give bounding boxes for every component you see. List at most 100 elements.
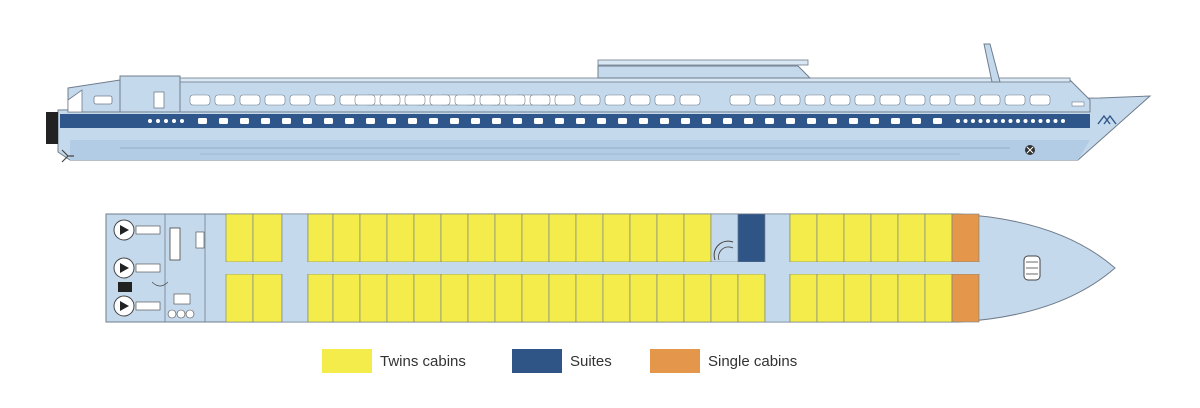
twin-cabin xyxy=(225,273,254,323)
window xyxy=(779,94,801,106)
engine-arrow xyxy=(120,225,129,235)
twin-cabin xyxy=(252,273,283,323)
twin-cabin xyxy=(413,273,442,323)
cabin-window xyxy=(870,118,879,124)
twin-cabin xyxy=(413,213,442,263)
twin-cabin xyxy=(816,213,845,263)
twin-cabin xyxy=(252,213,283,263)
bow-logo xyxy=(1097,114,1117,125)
window xyxy=(854,94,876,106)
twin-cabin xyxy=(629,273,658,323)
twin-cabin xyxy=(440,213,469,263)
engine-arrow xyxy=(120,263,129,273)
twin-cabin xyxy=(467,273,496,323)
twin-cabin xyxy=(602,273,631,323)
cabin-window xyxy=(912,118,921,124)
window xyxy=(1004,94,1026,106)
cabin-window xyxy=(324,118,333,124)
porthole xyxy=(1038,119,1043,123)
window xyxy=(979,94,1001,106)
twin-cabin xyxy=(816,273,845,323)
porthole xyxy=(1061,119,1065,123)
window xyxy=(654,94,676,106)
cabin-window xyxy=(366,118,375,124)
deck-plan xyxy=(105,213,1116,323)
window xyxy=(529,94,551,106)
cabin-window xyxy=(576,118,585,124)
porthole xyxy=(1053,119,1058,123)
mast xyxy=(983,43,1001,83)
window xyxy=(289,94,311,106)
cabin-window xyxy=(828,118,837,124)
window xyxy=(804,94,826,106)
porthole xyxy=(1023,119,1028,123)
lobby xyxy=(710,213,739,263)
cabin-window xyxy=(786,118,795,124)
twin-cabin xyxy=(897,273,926,323)
suites-label: Suites xyxy=(570,352,612,370)
engine-arrow xyxy=(120,301,129,311)
twin-cabin xyxy=(494,213,523,263)
main-corridor xyxy=(226,262,979,274)
cabin-window xyxy=(282,118,291,124)
engine-icon xyxy=(113,257,161,279)
cabin-window xyxy=(681,118,690,124)
twin-cabin xyxy=(870,213,899,263)
engine-shaft xyxy=(135,301,161,311)
window xyxy=(954,94,976,106)
single-cabin xyxy=(951,213,980,263)
twin-cabin xyxy=(467,213,496,263)
cabin-window xyxy=(198,118,207,124)
engine-icon xyxy=(113,295,161,317)
twin-cabin xyxy=(602,213,631,263)
twin-cabin xyxy=(789,213,818,263)
window xyxy=(404,94,426,106)
hull-shading xyxy=(70,140,1090,160)
cabin-window xyxy=(807,118,816,124)
porthole xyxy=(1008,119,1013,123)
window xyxy=(554,94,576,106)
window xyxy=(264,94,286,106)
twin-cabin xyxy=(440,273,469,323)
twin-cabin xyxy=(789,273,818,323)
cabin-window xyxy=(618,118,627,124)
twin-cabin xyxy=(332,213,361,263)
twin-cabin xyxy=(843,273,872,323)
stern-area xyxy=(113,214,206,322)
single-cabin xyxy=(951,273,980,323)
twin-cabin xyxy=(521,273,550,323)
cabin-window xyxy=(219,118,228,124)
single-label: Single cabins xyxy=(708,352,798,370)
twin-cabin xyxy=(386,213,415,263)
twin-cabin xyxy=(683,213,712,263)
window xyxy=(679,94,701,106)
engine-shaft xyxy=(135,225,161,235)
twin-cabin xyxy=(548,213,577,263)
porthole xyxy=(1031,119,1035,123)
staircase-icon xyxy=(713,240,734,261)
window xyxy=(754,94,776,106)
twin-cabin xyxy=(629,213,658,263)
porthole xyxy=(180,119,184,123)
sun-deck-structure xyxy=(597,65,812,79)
window xyxy=(904,94,926,106)
cabin-window xyxy=(387,118,396,124)
cabin-window xyxy=(450,118,459,124)
cabin-window xyxy=(765,118,774,124)
window xyxy=(429,94,451,106)
ship-side-profile xyxy=(46,43,1152,163)
cabin-window xyxy=(492,118,501,124)
cabin-window xyxy=(660,118,669,124)
cabin-window xyxy=(723,118,732,124)
twins-swatch xyxy=(322,349,372,373)
porthole xyxy=(172,119,176,123)
cabin-window xyxy=(597,118,606,124)
twin-cabin xyxy=(359,273,388,323)
cabin-window xyxy=(408,118,417,124)
porthole xyxy=(1016,119,1020,123)
window xyxy=(189,94,211,106)
porthole xyxy=(986,119,990,123)
stern-block xyxy=(46,112,58,144)
porthole xyxy=(164,119,168,123)
